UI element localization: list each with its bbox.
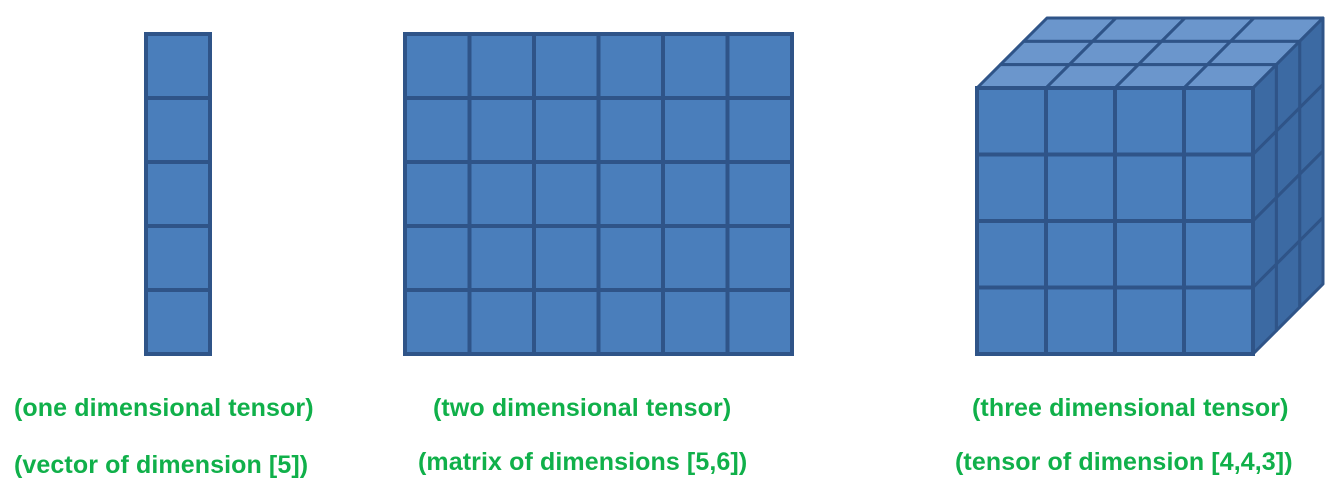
- matrix-cell: [661, 224, 730, 292]
- matrix-cell: [661, 288, 730, 356]
- matrix-caption-dimension: (matrix of dimensions [5,6]): [418, 448, 748, 476]
- vector-cell: [144, 288, 212, 356]
- matrix-cell: [661, 160, 730, 228]
- vector-grid: [144, 32, 212, 356]
- tensor-front-cell: [975, 152, 1048, 223]
- tensor-front-cell: [1182, 152, 1255, 223]
- matrix-cell: [725, 288, 794, 356]
- matrix-cell: [403, 224, 472, 292]
- matrix-cell: [403, 288, 472, 356]
- vector-cell: [144, 32, 212, 100]
- tensor-front-cell: [1044, 86, 1117, 157]
- matrix-cell: [467, 96, 536, 164]
- tensor-caption-title: (three dimensional tensor): [972, 394, 1289, 422]
- vector-caption-dimension: (vector of dimension [5]): [14, 451, 309, 479]
- tensor-front-cell: [1044, 219, 1117, 290]
- vector-cell: [144, 160, 212, 228]
- matrix-cell: [661, 96, 730, 164]
- tensor-front-cell: [1113, 219, 1186, 290]
- matrix-cell: [596, 288, 665, 356]
- tensor-caption-dimension: (tensor of dimension [4,4,3]): [955, 448, 1293, 476]
- matrix-cell: [532, 224, 601, 292]
- tensor-front-cell: [1044, 152, 1117, 223]
- matrix-cell: [596, 160, 665, 228]
- tensor-front-cell: [1113, 152, 1186, 223]
- matrix-cell: [532, 288, 601, 356]
- tensor-front-cell: [1182, 285, 1255, 356]
- tensor-front-cell: [975, 86, 1048, 157]
- matrix-cell: [467, 160, 536, 228]
- matrix-cell: [725, 160, 794, 228]
- matrix-cell: [596, 224, 665, 292]
- matrix-cell: [532, 96, 601, 164]
- matrix-cell: [403, 160, 472, 228]
- matrix-cell: [596, 32, 665, 100]
- tensor-front-cell: [1113, 86, 1186, 157]
- matrix-cell: [725, 32, 794, 100]
- tensor-front-cell: [1044, 285, 1117, 356]
- matrix-grid: [403, 32, 794, 356]
- tensor-front-cell: [1182, 86, 1255, 157]
- matrix-cell: [403, 96, 472, 164]
- matrix-caption-title: (two dimensional tensor): [433, 394, 732, 422]
- matrix-cell: [467, 224, 536, 292]
- tensor-front-cell: [975, 219, 1048, 290]
- matrix-cell: [725, 224, 794, 292]
- matrix-cell: [467, 288, 536, 356]
- matrix-cell: [725, 96, 794, 164]
- vector-cell: [144, 224, 212, 292]
- matrix-cell: [403, 32, 472, 100]
- matrix-cell: [532, 32, 601, 100]
- matrix-cell: [661, 32, 730, 100]
- vector-caption-title: (one dimensional tensor): [14, 394, 314, 422]
- matrix-cell: [596, 96, 665, 164]
- tensor-front-cell: [1113, 285, 1186, 356]
- matrix-cell: [532, 160, 601, 228]
- matrix-cell: [467, 32, 536, 100]
- tensor-front-cell: [975, 285, 1048, 356]
- tensor-cube: [975, 16, 1325, 356]
- tensor-front-cell: [1182, 219, 1255, 290]
- vector-cell: [144, 96, 212, 164]
